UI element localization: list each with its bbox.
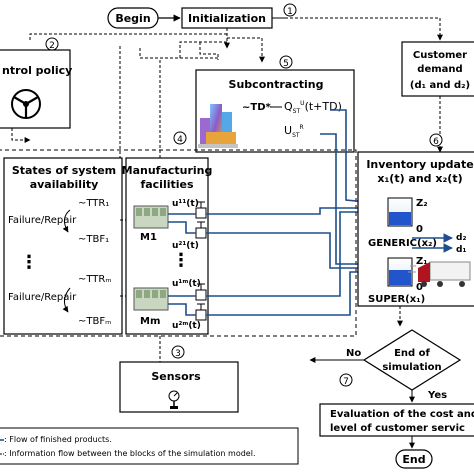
sensors-title: Sensors <box>151 370 201 383</box>
manufacturing-title-line2: facilities <box>140 178 194 191</box>
step-3-marker <box>171 345 185 359</box>
failure-repair-m: Failure/Repair <box>8 292 77 303</box>
tbf-1: ~TBF₁ <box>78 234 109 245</box>
mm-label: Mm <box>140 316 160 327</box>
subcontracting-u: USTR <box>284 124 304 139</box>
end-node: End <box>395 449 433 469</box>
legend-info-text: : Information flow between the blocks of… <box>4 449 255 458</box>
z2-label: Z₂ <box>416 198 428 209</box>
sensor-gauge-icon <box>168 390 180 409</box>
decision-yes-label: Yes <box>427 390 447 401</box>
end-of-simulation-decision: End of simulation <box>362 329 462 391</box>
customer-demand-line2: demand <box>417 64 462 75</box>
super-label: SUPER(x₁) <box>368 294 425 305</box>
step-5-number: 5 <box>283 59 289 69</box>
steering-wheel-icon <box>11 89 41 119</box>
step-2-marker <box>45 37 59 51</box>
states-block: States of system availability Failure/Re… <box>3 157 123 335</box>
zero-top-label: 0 <box>416 224 423 235</box>
m1-label: M1 <box>140 232 157 243</box>
step-3-number: 3 <box>175 349 181 359</box>
decision-no-label: No <box>346 348 361 359</box>
customer-demand-block: Customer demand (d₁ and d₂) <box>401 41 474 97</box>
system-area-frame <box>0 149 357 337</box>
inventory-block: Inventory update x₁(t) and x₂(t) Z₂ 0 GE… <box>357 151 474 307</box>
subcontracting-block: Subcontracting ~TD* QSTU(t+TD) USTR <box>195 69 355 153</box>
d1-label: d₁ <box>456 245 466 255</box>
u11-label: u¹¹(t) <box>172 199 199 209</box>
valve-u11-icon <box>195 201 207 219</box>
end-label: End <box>402 453 425 466</box>
control-policy-title: ntrol policy <box>2 64 72 77</box>
legend-flow-text: : Flow of finished products. <box>4 435 112 444</box>
begin-label: Begin <box>115 12 150 25</box>
subcontracting-td: ~TD* <box>242 102 272 113</box>
manufacturing-block: Manufacturing facilities M1 ⋮ Mm u¹¹(t) … <box>122 157 213 335</box>
z1-label: Z₁ <box>416 256 428 267</box>
step-1-marker <box>283 3 297 17</box>
vertical-dots-left: ⋮ <box>20 252 38 273</box>
initialization-block: Initialization <box>181 7 273 29</box>
begin-node: Begin <box>107 7 159 29</box>
customer-demand-line1: Customer <box>413 50 467 61</box>
factory-buildings-icon <box>198 104 238 148</box>
step-7-marker <box>339 373 353 387</box>
step-5-marker <box>279 55 293 69</box>
ttr-1: ~TTR₁ <box>78 198 109 209</box>
ttr-m: ~TTRₘ <box>78 274 112 285</box>
u2m-label: u²ᵐ(t) <box>172 321 201 331</box>
machine-m1-icon <box>133 205 169 229</box>
machine-mm-icon <box>133 287 169 311</box>
step-7-number: 7 <box>343 377 349 387</box>
u1m-label: u¹ᵐ(t) <box>172 279 201 289</box>
u21-label: u²¹(t) <box>172 241 199 251</box>
step-6-number: 6 <box>433 137 439 147</box>
delivery-truck-icon <box>408 261 471 287</box>
zero-bottom-label: 0 <box>416 282 423 293</box>
step-2-number: 2 <box>49 41 55 51</box>
customer-demand-line3: (d₁ and d₂) <box>410 80 470 91</box>
sensors-block: Sensors <box>119 361 239 413</box>
states-title-line2: availability <box>30 178 99 191</box>
decision-line1: End of <box>394 348 430 359</box>
decision-line2: simulation <box>382 362 441 373</box>
d2-label: d₂ <box>456 233 466 243</box>
control-policy-block: ntrol policy <box>0 49 72 129</box>
generic-tank-icon <box>387 197 413 227</box>
inventory-title-line2: x₁(t) and x₂(t) <box>377 172 462 185</box>
subcontracting-title: Subcontracting <box>229 78 324 91</box>
evaluation-block: Evaluation of the cost and level of cust… <box>319 403 474 437</box>
legend: : Flow of finished products. : Informati… <box>0 427 299 465</box>
evaluation-line2: level of customer servic <box>330 423 465 434</box>
failure-repair-1: Failure/Repair <box>8 215 77 226</box>
initialization-label: Initialization <box>188 12 266 25</box>
step-1-number: 1 <box>287 7 293 17</box>
manufacturing-title-line1: Manufacturing <box>122 164 213 177</box>
step-6-marker <box>429 133 443 147</box>
valve-u1m-icon <box>195 283 207 301</box>
inventory-title-line1: Inventory update <box>366 158 473 171</box>
tbf-m: ~TBFₘ <box>78 316 111 327</box>
vertical-dots-center: ⋮ <box>172 250 190 271</box>
step-4-marker <box>173 131 187 145</box>
evaluation-line1: Evaluation of the cost and <box>330 409 474 420</box>
generic-label: GENERIC(x₂) <box>368 238 437 249</box>
step-4-number: 4 <box>177 135 183 145</box>
states-title-line1: States of system <box>12 164 116 177</box>
